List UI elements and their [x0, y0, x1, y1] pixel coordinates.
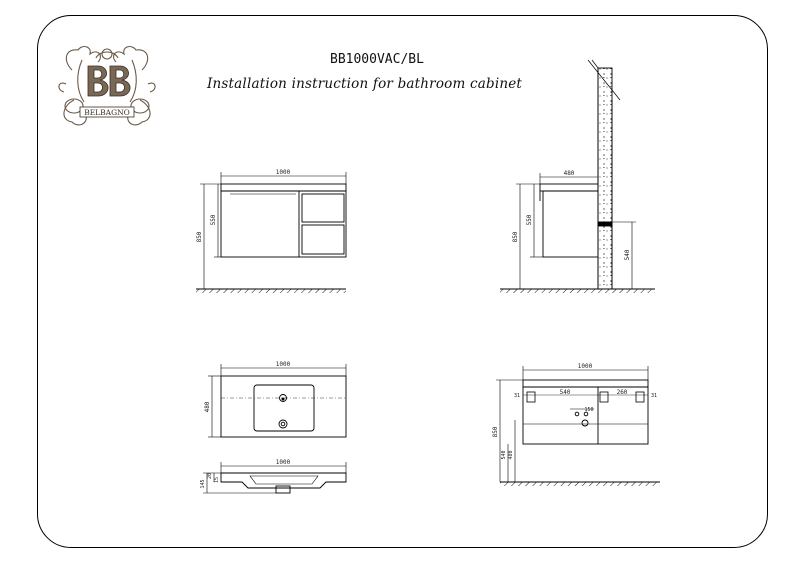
side-cabinet-height-label: 550: [526, 214, 533, 225]
sheet-border: [37, 15, 768, 548]
belbagno-crest-icon: BELBAGNO: [58, 45, 156, 126]
water-pipe-left: [574, 411, 580, 417]
side-depth-label: 480: [564, 170, 575, 177]
top-countertop: [220, 375, 347, 438]
wall-section: [597, 67, 613, 290]
rear-pipe-height-label: 480: [508, 450, 514, 459]
section-thickness-label: 145: [200, 479, 206, 488]
front-total-height-label: 850: [196, 231, 203, 242]
front-drawer-upper: [301, 193, 345, 223]
rear-right-span-label: 260: [617, 389, 628, 396]
top-view: [208, 364, 347, 438]
bracket-right: [635, 391, 645, 403]
front-drawer-lower: [301, 224, 345, 255]
front-countertop: [220, 183, 347, 192]
section-width-label: 1000: [276, 459, 291, 466]
drain-section: [275, 485, 291, 494]
rear-right-edge-label: 31: [651, 393, 657, 399]
basin-outline: [253, 384, 315, 432]
side-view: [500, 59, 655, 293]
rear-left-span-label: 540: [560, 389, 571, 396]
drain-pipe: [581, 419, 589, 427]
model-number: BB1000VAC/BL: [330, 52, 424, 67]
section-sub-b-label: 15: [214, 477, 220, 483]
page-title: Installation instruction for bathroom ca…: [207, 76, 523, 92]
front-width-label: 1000: [276, 169, 291, 176]
rear-left-edge-label: 31: [514, 393, 520, 399]
front-cabinet-body: [220, 190, 347, 258]
rear-cabinet-body: [522, 386, 649, 445]
rear-bracket-height-label: 540: [501, 450, 507, 459]
water-pipe-right: [583, 411, 589, 417]
rear-width-label: 1000: [578, 363, 593, 370]
front-cabinet-height-label: 550: [210, 214, 217, 225]
top-depth-label: 480: [204, 401, 211, 412]
side-countertop: [539, 183, 599, 192]
basin-section: [220, 472, 347, 489]
rear-view: [496, 366, 660, 486]
drain-hole: [278, 419, 288, 429]
top-width-label: 1000: [276, 361, 291, 368]
front-view: [196, 172, 347, 293]
bracket-middle: [599, 391, 609, 403]
rear-countertop: [522, 379, 649, 388]
section-sub-a-label: 20: [207, 473, 213, 479]
bracket-left: [526, 391, 536, 403]
rear-total-height-label: 850: [492, 426, 499, 437]
side-total-height-label: 850: [512, 231, 519, 242]
side-mount-height-label: 540: [624, 249, 631, 260]
side-cabinet-body: [542, 190, 599, 258]
rear-pipe-span-label: 150: [584, 407, 593, 413]
svg-text:BELBAGNO: BELBAGNO: [84, 108, 130, 117]
section-view: [203, 462, 347, 494]
